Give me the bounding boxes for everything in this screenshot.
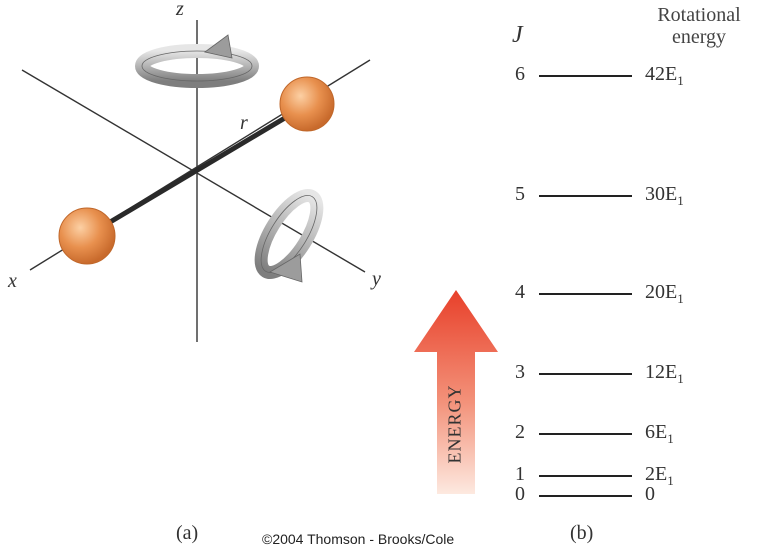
- x-axis-label: x: [8, 270, 17, 292]
- j-value-4: 4: [515, 281, 525, 303]
- energy-value-0: 0: [645, 483, 655, 505]
- rotational-energy-header: Rotational energy: [642, 4, 756, 48]
- atom-left: [58, 207, 116, 265]
- j-value-2: 2: [515, 421, 525, 443]
- energy-value-3: 12E1: [645, 361, 684, 386]
- bond-length-label: r: [240, 112, 248, 134]
- molecular-bond: [87, 103, 308, 237]
- j-value-1: 1: [515, 463, 525, 485]
- energy-level-lines: [539, 75, 632, 497]
- rotational-energy-header-line2: energy: [671, 26, 727, 48]
- rotation-arrow-z-icon: [135, 34, 259, 88]
- panel-b-caption: (b): [570, 522, 594, 544]
- y-axis-label: y: [372, 268, 381, 290]
- coordinate-axes: [21, 20, 371, 342]
- energy-value-2: 6E1: [645, 421, 674, 446]
- rotational-energy-header-line1: Rotational: [657, 4, 741, 26]
- energy-value-4: 20E1: [645, 281, 684, 306]
- atom-right: [279, 76, 335, 132]
- panel-a-caption: (a): [176, 522, 199, 544]
- j-value-0: 0: [515, 483, 525, 505]
- j-value-6: 6: [515, 63, 525, 85]
- j-value-3: 3: [515, 361, 525, 383]
- z-axis-label: z: [176, 0, 184, 20]
- copyright-notice: ©2004 Thomson - Brooks/Cole: [262, 531, 455, 547]
- rotation-arrow-y-icon: [254, 188, 324, 283]
- j-header: J: [512, 22, 523, 48]
- j-value-5: 5: [515, 183, 525, 205]
- energy-value-1: 2E1: [645, 463, 674, 488]
- energy-value-6: 42E1: [645, 63, 684, 88]
- energy-arrow-icon: [414, 290, 498, 494]
- energy-arrow-label: ENERGY: [444, 384, 465, 464]
- energy-value-5: 30E1: [645, 183, 684, 208]
